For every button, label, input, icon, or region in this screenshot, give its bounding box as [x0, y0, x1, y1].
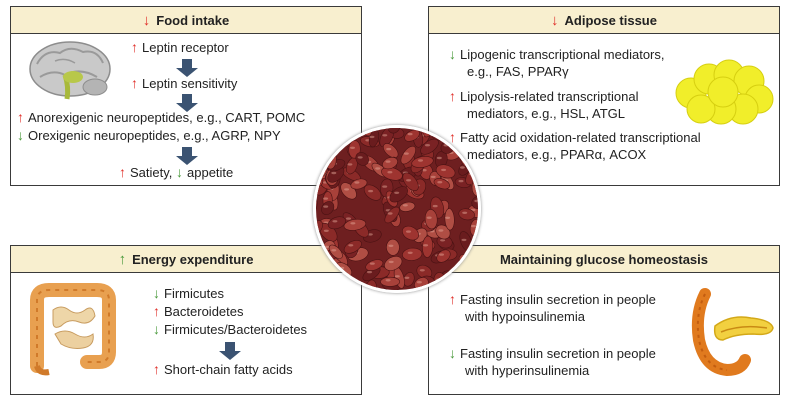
orexigenic-text: Orexigenic neuropeptides, e.g., AGRP, NP… [28, 128, 281, 143]
increase-arrow-icon: ↑ [449, 129, 456, 145]
energy-expenditure-title: Energy expenditure [132, 251, 254, 267]
scfa-line: ↑ Short-chain fatty acids [153, 360, 293, 379]
intestine-icon [30, 283, 116, 376]
pancreas-icon [691, 288, 774, 376]
leptin-receptor-text: Leptin receptor [142, 40, 229, 55]
increase-arrow-icon: ↑ [131, 39, 138, 55]
increase-arrow-icon: ↑ [449, 88, 456, 104]
hyper-text: Fasting insulin secretion in people [460, 346, 656, 361]
lipolysis-text: Lipolysis-related transcriptional [460, 89, 639, 104]
increase-arrow-icon: ↑ [153, 361, 160, 377]
hypo-text: Fasting insulin secretion in people [460, 292, 656, 307]
brain-icon [29, 41, 111, 100]
decrease-arrow-icon: ↓ [153, 321, 160, 337]
hypo-cont-text: with hypoinsulinemia [465, 309, 585, 324]
lipolysis-cont-text: mediators, e.g., HSL, ATGL [467, 106, 625, 121]
glucose-header: Maintaining glucose homeostasis [429, 246, 779, 273]
increase-arrow-icon: ↑ [118, 250, 127, 268]
lipolysis-line: ↑ Lipolysis-related transcriptional [449, 87, 638, 106]
increase-arrow-icon: ↑ [131, 75, 138, 91]
bacteroidetes-text: Bacteroidetes [164, 304, 244, 319]
leptin-sensitivity-text: Leptin sensitivity [142, 76, 238, 91]
lipolysis-cont: mediators, e.g., HSL, ATGL [467, 105, 625, 123]
adipose-tissue-panel: ↓ Adipose tissue ↓ Lipogenic transcriptio… [428, 6, 780, 186]
leptin-receptor-line: ↑ Leptin receptor [131, 38, 229, 57]
adipose-tissue-title: Adipose tissue [564, 12, 657, 28]
firmicutes-line: ↓ Firmicutes [153, 284, 224, 303]
food-intake-title: Food intake [156, 12, 230, 28]
decrease-arrow-icon: ↓ [17, 127, 24, 143]
fatty-acid-line: ↑ Fatty acid oxidation-related transcript… [449, 128, 701, 147]
bacteroidetes-line: ↑ Bacteroidetes [153, 302, 244, 321]
hyper-cont: with hyperinsulinemia [465, 362, 589, 380]
satiety-text: Satiety, [130, 165, 173, 180]
adipose-tissue-header: ↓ Adipose tissue [429, 7, 779, 34]
fatty-acid-cont-text: mediators, e.g., PPARα, ACOX [467, 147, 647, 162]
fatty-acid-text: Fatty acid oxidation-related transcripti… [460, 130, 701, 145]
ratio-text: Firmicutes/Bacteroidetes [164, 322, 308, 337]
food-intake-panel: ↓ Food intake ↑ Leptin receptor ↑ Leptin s… [10, 6, 362, 186]
lipogenic-cont: e.g., FAS, PPARγ [467, 63, 569, 81]
food-intake-header: ↓ Food intake [11, 7, 361, 34]
increase-arrow-icon: ↑ [119, 164, 126, 180]
fat-cells-icon [675, 59, 774, 125]
hypo-cont: with hypoinsulinemia [465, 308, 585, 326]
decrease-arrow-icon: ↓ [551, 11, 559, 29]
appetite-text: appetite [187, 165, 234, 180]
decrease-arrow-icon: ↓ [176, 164, 184, 180]
firmicutes-text: Firmicutes [164, 286, 224, 301]
anorexigenic-text: Anorexigenic neuropeptides, e.g., CART, … [28, 110, 306, 125]
energy-expenditure-header: ↑ Energy expenditure [11, 246, 361, 273]
fatty-acid-cont: mediators, e.g., PPARα, ACOX [467, 146, 646, 164]
hyper-cont-text: with hyperinsulinemia [465, 363, 590, 378]
decrease-arrow-icon: ↓ [153, 285, 160, 301]
glucose-title: Maintaining glucose homeostasis [499, 251, 709, 267]
orexigenic-line: ↓ Orexigenic neuropeptides, e.g., AGRP, N… [17, 126, 281, 145]
increase-arrow-icon: ↑ [449, 291, 456, 307]
scfa-text: Short-chain fatty acids [164, 362, 293, 377]
increase-arrow-icon: ↑ [153, 303, 160, 319]
lipogenic-line: ↓ Lipogenic transcriptional mediators, [449, 45, 665, 64]
energy-expenditure-panel: ↑ Energy expenditure ↓ Firmicutes ↑ Bacter… [10, 245, 362, 395]
beans-svg [316, 128, 478, 290]
adzuki-beans-image [313, 125, 481, 293]
hypo-line: ↑ Fasting insulin secretion in people [449, 290, 656, 309]
lipogenic-text: Lipogenic transcriptional mediators, [460, 47, 665, 62]
hyper-line: ↓ Fasting insulin secretion in people [449, 344, 656, 363]
lipogenic-cont-text: e.g., FAS, PPARγ [467, 64, 569, 79]
ratio-line: ↓ Firmicutes/Bacteroidetes [153, 320, 307, 339]
increase-arrow-icon: ↑ [17, 109, 24, 125]
satiety-line: ↑ Satiety, ↓appetite [119, 163, 233, 182]
anorexigenic-line: ↑ Anorexigenic neuropeptides, e.g., CART,… [17, 108, 305, 127]
decrease-arrow-icon: ↓ [142, 11, 151, 29]
leptin-sensitivity-line: ↑ Leptin sensitivity [131, 74, 237, 93]
decrease-arrow-icon: ↓ [449, 345, 456, 361]
glucose-panel: Maintaining glucose homeostasis ↑ Fasting… [428, 245, 780, 395]
decrease-arrow-icon: ↓ [449, 46, 456, 62]
